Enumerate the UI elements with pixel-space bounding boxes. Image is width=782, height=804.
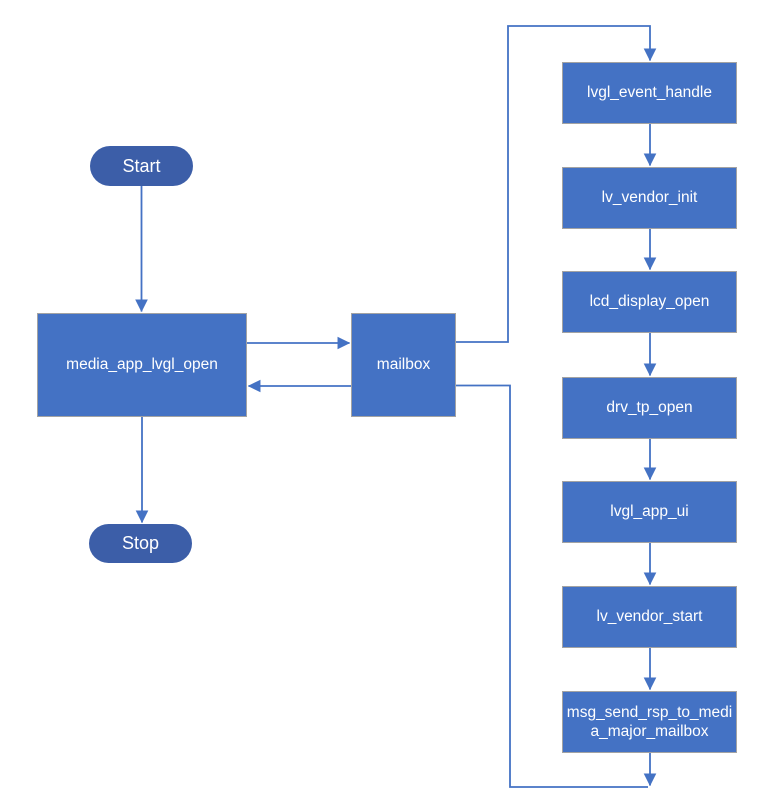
- node-media-app-lvgl-open: media_app_lvgl_open: [37, 313, 247, 417]
- node-start: Start: [90, 146, 193, 186]
- node-msg-send-rsp-to-media-major-mailbox: msg_send_rsp_to_media_major_mailbox: [562, 691, 737, 753]
- node-lcd-display-open: lcd_display_open: [562, 271, 737, 333]
- node-drv-tp-open: drv_tp_open: [562, 377, 737, 439]
- node-lv-vendor-init: lv_vendor_init: [562, 167, 737, 229]
- node-lvgl-app-ui: lvgl_app_ui: [562, 481, 737, 543]
- node-lv-vendor-start: lv_vendor_start: [562, 586, 737, 648]
- node-stop: Stop: [89, 524, 192, 563]
- node-lvgl-event-handle: lvgl_event_handle: [562, 62, 737, 124]
- node-mailbox: mailbox: [351, 313, 456, 417]
